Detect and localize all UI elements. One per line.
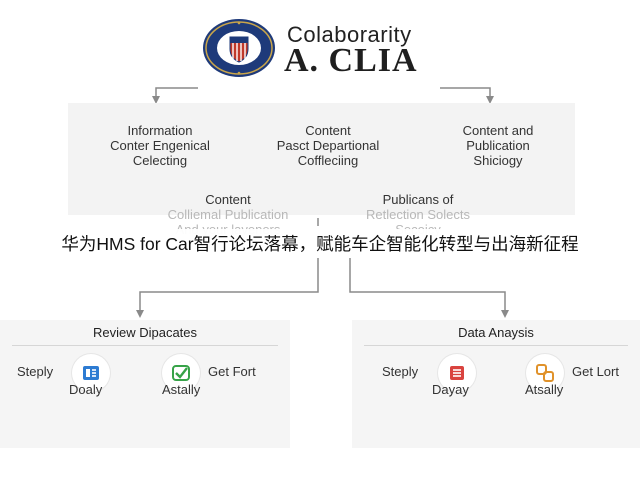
analysis-link-node <box>526 354 564 392</box>
check-icon <box>172 365 190 381</box>
connector-bottom-left <box>136 258 319 318</box>
brand-subtitle: A. CLIA <box>284 42 418 79</box>
review-panel: Review Dipacates Steply Doaly Astally Ge… <box>0 320 290 448</box>
review-item2-label: Astally <box>162 382 201 397</box>
review-item1-label: Doaly <box>69 382 103 397</box>
analysis-item2-label: Atsally <box>525 382 564 397</box>
review-panel-title: Review Dipacates <box>92 325 198 340</box>
link-icon <box>536 364 554 382</box>
report-icon <box>450 366 464 380</box>
review-right-label: Get Fort <box>208 364 256 379</box>
connector-top-right <box>440 87 494 104</box>
analysis-right-label: Get Lort <box>572 364 619 379</box>
review-left-label: Steply <box>17 364 54 379</box>
organization-seal <box>201 18 277 78</box>
review-check-node <box>162 354 200 392</box>
analysis-left-label: Steply <box>382 364 419 379</box>
headline-banner: 华为HMS for Car智行论坛落幕，赋能车企智能化转型与出海新征程 <box>0 229 640 257</box>
data-analysis-panel: Data Anaysis Steply Dayay Atsally Get Lo… <box>352 320 640 448</box>
brand-title: Colaborarity <box>287 22 412 47</box>
divider <box>364 345 628 346</box>
divider <box>12 345 278 346</box>
headline-text: 华为HMS for Car智行论坛落幕，赋能车企智能化转型与出海新征程 <box>61 233 579 254</box>
review-doc-node <box>72 354 110 392</box>
analysis-report-node <box>438 354 476 392</box>
connector-bottom-right <box>349 266 509 318</box>
connector-top-left <box>152 87 198 104</box>
document-icon <box>83 366 99 380</box>
analysis-item1-label: Dayay <box>432 382 469 397</box>
data-analysis-title: Data Anaysis <box>458 325 534 340</box>
